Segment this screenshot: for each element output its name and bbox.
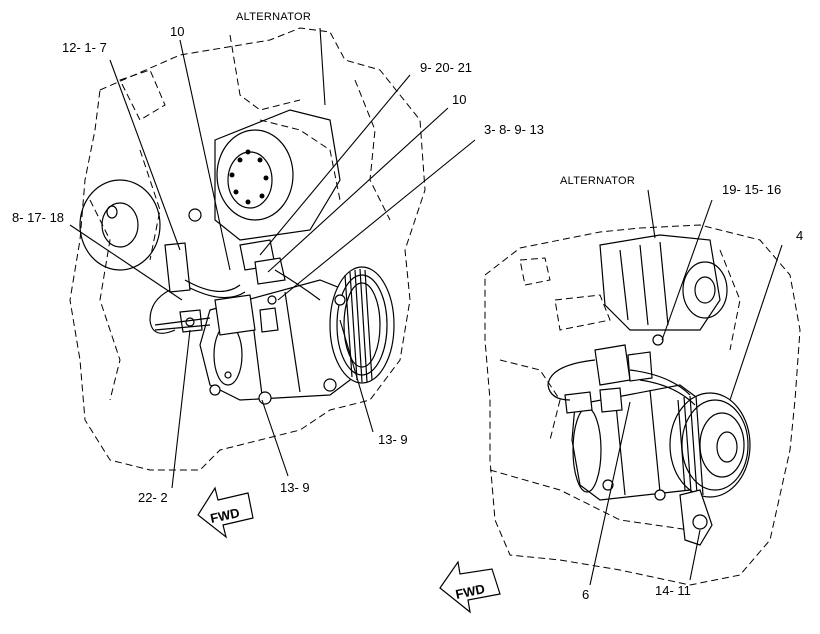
left-flywheel xyxy=(79,179,161,271)
right-compressor xyxy=(571,334,751,546)
right-engine-view: FWD xyxy=(439,189,801,614)
left-compressor xyxy=(199,266,395,405)
fwd-label-right: FWD xyxy=(454,581,486,602)
callout-9-20-21: 9- 20- 21 xyxy=(420,60,473,75)
right-alternator xyxy=(599,234,728,331)
callout-13-9-lower: 13- 9 xyxy=(280,480,310,495)
left-leader-lines xyxy=(69,27,476,489)
callout-14-11: 14- 11 xyxy=(655,583,691,598)
callout-alternator-left: ALTERNATOR xyxy=(236,11,312,23)
right-connectors xyxy=(547,344,696,414)
fwd-arrow-right-icon: FWD xyxy=(439,560,501,614)
callout-4: 4 xyxy=(796,228,804,243)
left-connectors xyxy=(149,208,321,336)
callout-19-15-16: 19- 15- 16 xyxy=(722,182,782,197)
callout-alternator-right: ALTERNATOR xyxy=(560,175,636,187)
fwd-label-left: FWD xyxy=(209,505,241,526)
callout-13-9-upper: 13- 9 xyxy=(378,432,408,447)
fwd-arrow-left-icon: FWD xyxy=(197,486,254,539)
callout-12-1-7: 12- 1- 7 xyxy=(62,40,107,55)
callout-22-2: 22- 2 xyxy=(138,490,168,505)
callout-10-upper-left: 10 xyxy=(170,24,185,39)
right-leader-lines xyxy=(589,189,783,586)
callout-8-17-18: 8- 17- 18 xyxy=(12,210,65,225)
left-engine-view: FWD xyxy=(69,27,476,539)
callout-3-8-9-13: 3- 8- 9- 13 xyxy=(484,122,544,137)
callout-6: 6 xyxy=(582,587,590,602)
left-alternator xyxy=(214,109,341,241)
callout-10-right: 10 xyxy=(452,92,467,107)
